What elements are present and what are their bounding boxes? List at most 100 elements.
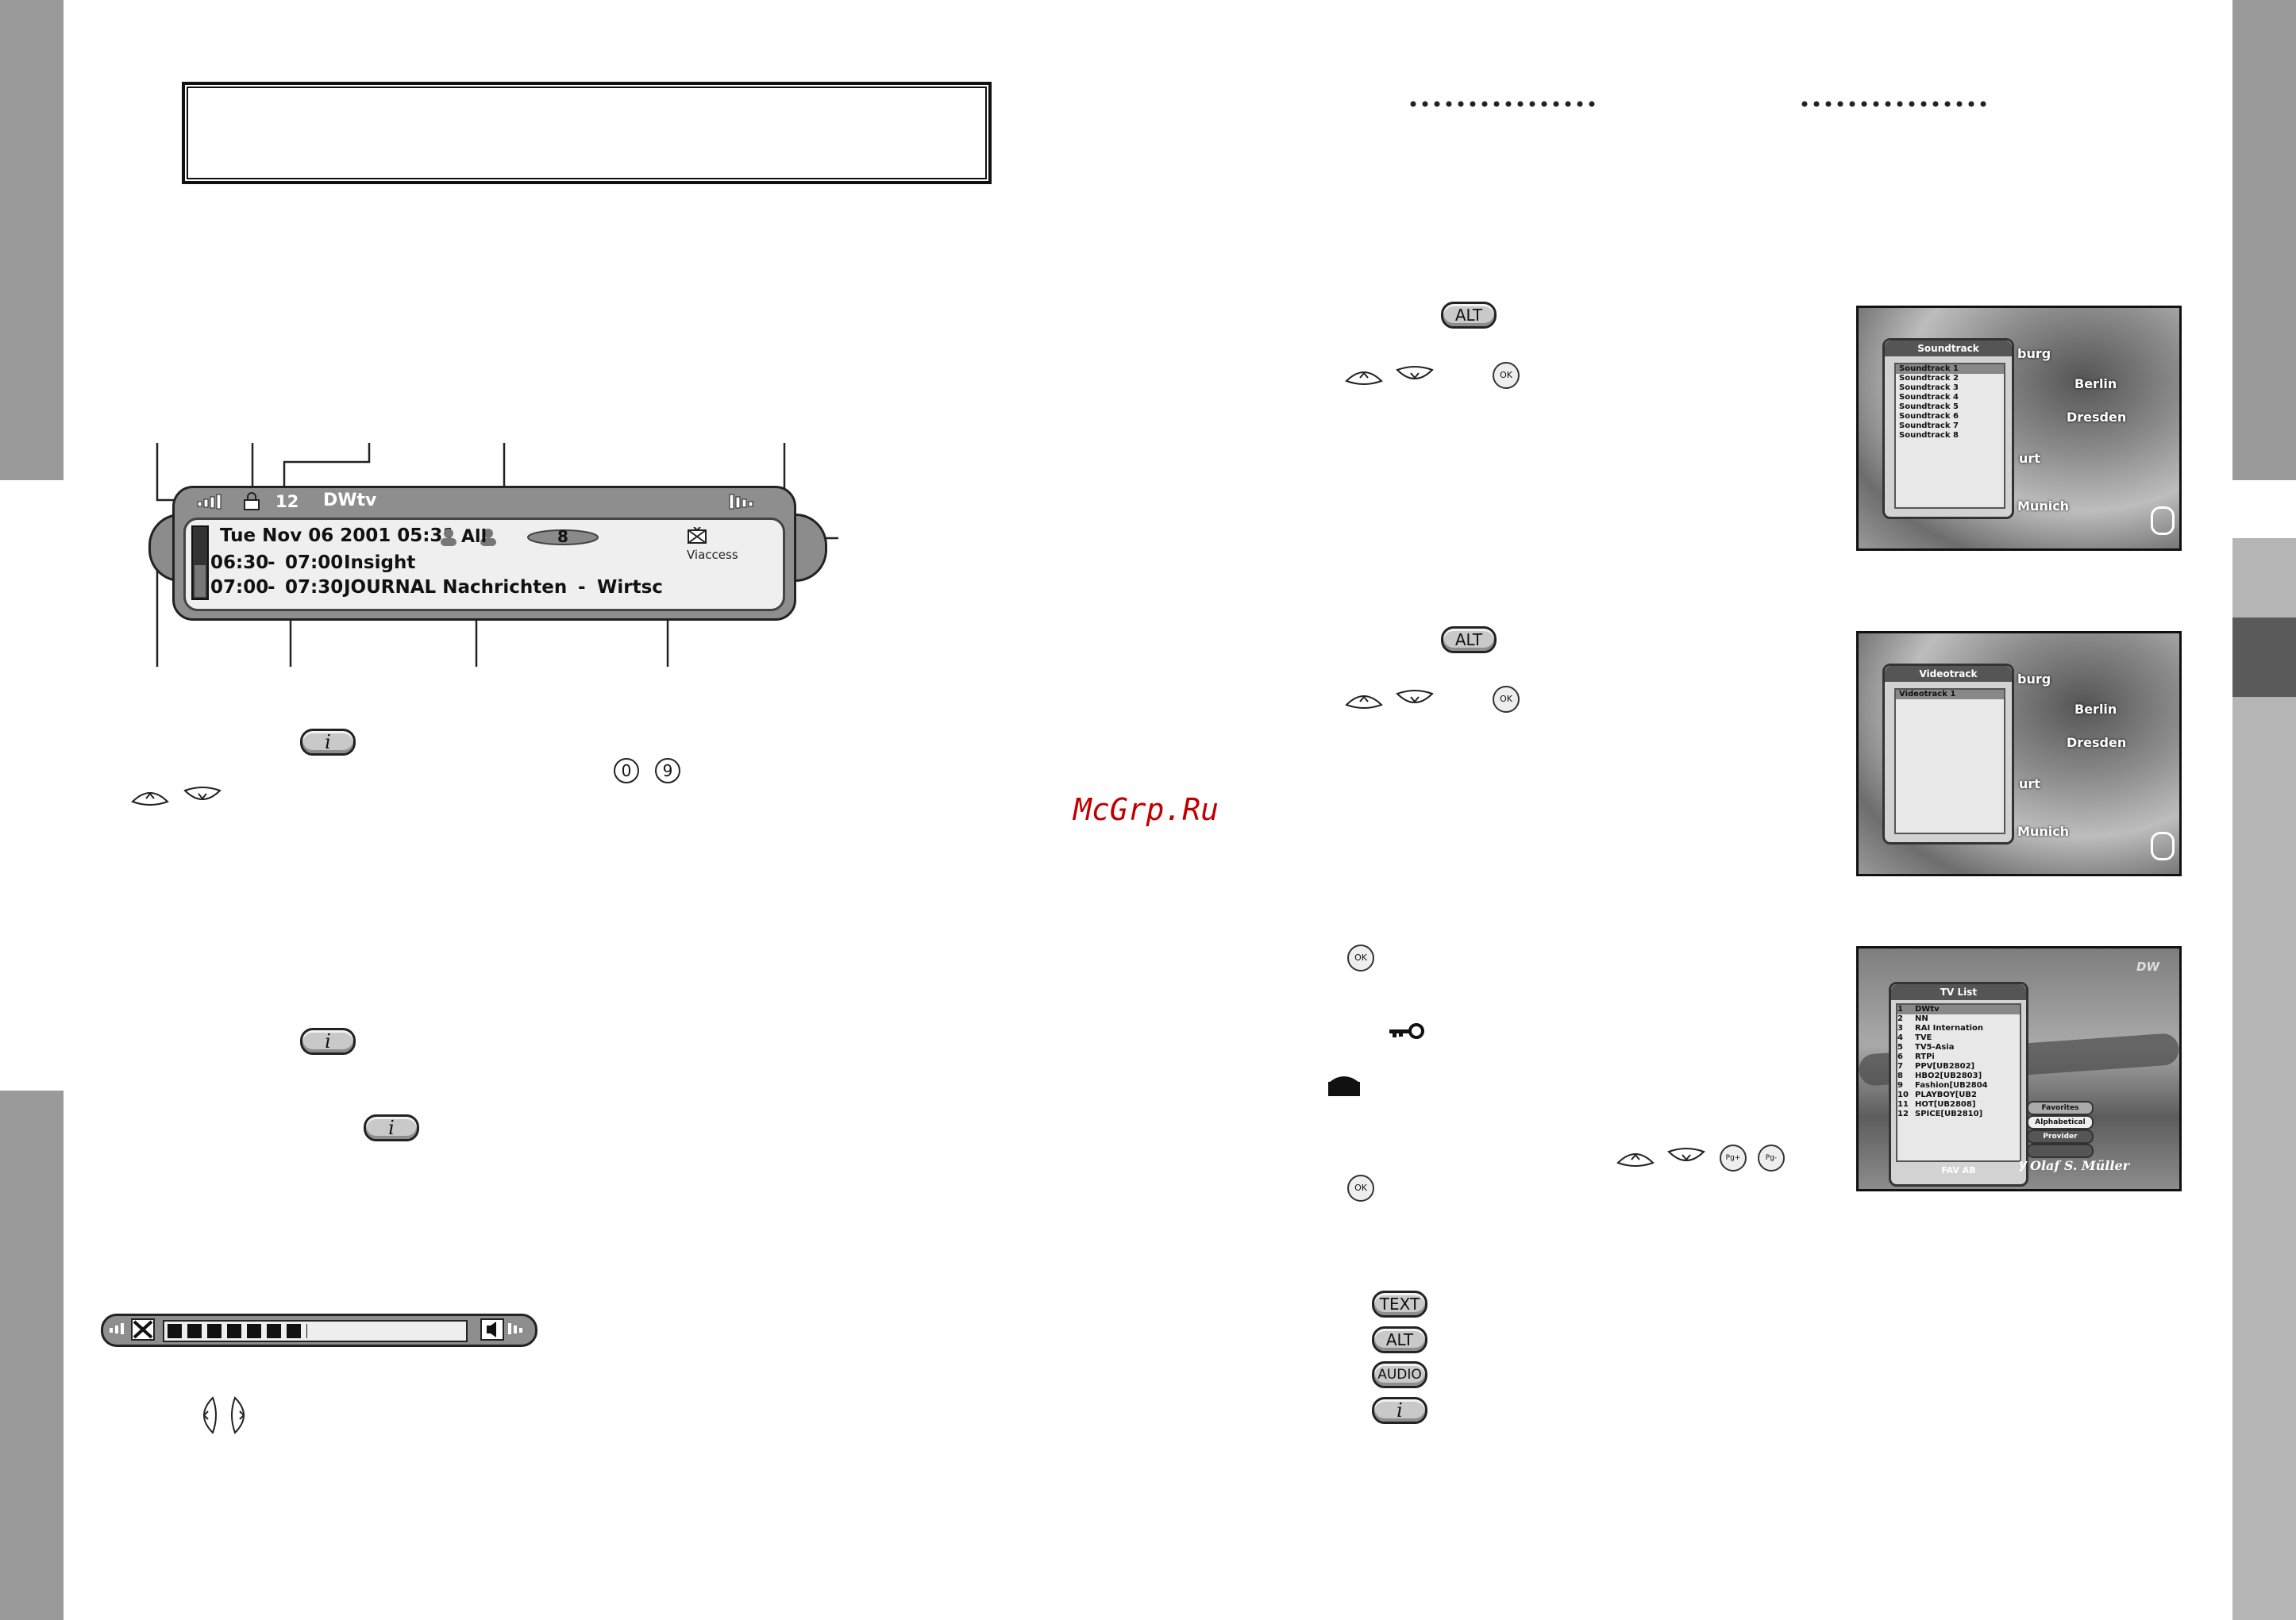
videotrack-screenshot: burg Berlin Dresden urt Munich Videotrac… [1856,631,2182,876]
num-zero-button[interactable]: 0 [614,758,639,783]
soundtrack-item-3[interactable]: Soundtrack 3 [1899,383,1959,392]
page-down-button[interactable]: Pg- [1758,1145,1785,1172]
menu-option-alphabetical[interactable]: Alphabetical [2027,1115,2094,1129]
ca-system-icon [687,526,707,548]
info-button-3[interactable]: i [364,1114,419,1141]
alt-button-3[interactable]: ALT [1372,1326,1427,1353]
ok-button-3[interactable]: OK [1347,945,1374,972]
menu-option-provider[interactable]: Provider [2027,1129,2094,1144]
osd-signal-right-icon [728,494,760,514]
ok-button-4[interactable]: OK [1347,1175,1374,1202]
info-button-1[interactable]: i [300,729,356,756]
age-rating-icon [439,527,499,548]
left-edge-tab-bottom [0,1091,64,1620]
key-icon [1388,1022,1426,1043]
volume-signal-left-icon [109,1322,131,1339]
channel-logo-icon [2151,832,2175,860]
mute-icon [131,1318,155,1344]
soundtrack-item-7[interactable]: Soundtrack 7 [1899,421,1959,430]
city-label-5: Munich [2017,498,2070,514]
city-label-3: Dresden [2067,735,2127,750]
up-arrow-button-3[interactable] [1344,687,1384,714]
videotrack-item-1[interactable]: Videotrack 1 [1896,690,2004,699]
soundtrack-item-5[interactable]: Soundtrack 5 [1899,402,1959,411]
dw-logo: DW [2136,960,2159,974]
program-1-start: 06:30 [210,552,269,573]
city-label-4: urt [2019,776,2040,791]
volume-track[interactable] [163,1320,468,1342]
alt-button-1[interactable]: ALT [1441,302,1497,329]
page-up-button[interactable]: Pg+ [1720,1145,1747,1172]
program-1-title: Insight [344,552,416,573]
city-label-2: Berlin [2074,702,2117,717]
info-button-2[interactable]: i [300,1028,356,1055]
volume-bar [101,1314,537,1347]
osd-signal-left-icon [196,494,228,514]
soundtrack-item-6[interactable]: Soundtrack 6 [1899,412,1959,421]
right-arrow-button[interactable] [229,1395,252,1438]
num-nine-button[interactable]: 9 [655,758,680,783]
program-2-title: JOURNAL Nachrichten [344,577,568,598]
soundtrack-menu-header [1885,341,2012,356]
city-label-4: urt [2019,451,2040,466]
city-label-5: Munich [2017,824,2070,839]
down-arrow-button-4[interactable] [1666,1145,1706,1172]
left-arrow-button[interactable] [195,1395,219,1438]
alt-button-2[interactable]: ALT [1441,626,1497,653]
program-2-separator-b: - [578,577,586,598]
city-label-3: Dresden [2067,410,2127,425]
osd-age-rating: All [461,527,487,547]
program-1-end: 07:00 [285,552,344,573]
tvlist-footer: FAV AB [1941,1165,1976,1176]
right-edge-tab-mid [2232,538,2296,1620]
soundtrack-screenshot: burg Berlin Dresden urt Munich Soundtrac… [1856,306,2182,551]
ok-button-1[interactable]: OK [1493,362,1520,389]
soundtrack-item-4[interactable]: Soundtrack 4 [1899,393,1959,402]
down-arrow-button-1[interactable] [183,784,222,811]
left-edge-tab-top [0,0,64,480]
city-label-1: burg [2017,671,2051,687]
soundtrack-item-2[interactable]: Soundtrack 2 [1899,374,1959,383]
ok-button-2[interactable]: OK [1493,686,1520,713]
caption-prefix: y [2019,1156,2028,1172]
menu-option-blank[interactable] [2027,1144,2094,1158]
signal-oval-icon [526,529,599,546]
lock-badge-icon [1327,1072,1362,1101]
text-button[interactable]: TEXT [1372,1291,1427,1318]
videotrack-menu: Videotrack Videotrack 1 [1882,664,2014,845]
lock-icon [242,492,261,514]
up-arrow-button-4[interactable] [1616,1145,1655,1172]
soundtrack-item-8[interactable]: Soundtrack 8 [1899,431,1959,440]
down-arrow-button-3[interactable] [1395,687,1435,714]
up-arrow-button-1[interactable] [130,784,170,811]
audio-button[interactable]: AUDIO [1372,1361,1427,1388]
dotted-rule-left [1410,101,1595,107]
city-label-1: burg [2017,346,2051,361]
menu-option-favorites[interactable]: Favorites [2027,1101,2094,1115]
soundtrack-item-1[interactable]: Soundtrack 1 [1896,364,2004,374]
osd-channel-name: DWtv [323,491,377,510]
down-arrow-button-2[interactable] [1395,364,1435,391]
dotted-rule-right [1801,101,1986,107]
info-button-4[interactable]: i [1372,1397,1427,1424]
volume-signal-right-icon [507,1322,530,1339]
osd-info-bar: 12 DWtv Tue Nov 06 2001 05:31 All 8 Viac… [148,486,827,621]
up-arrow-button-2[interactable] [1344,364,1384,391]
program-2-separator: - [268,577,275,598]
program-2-start: 07:00 [210,577,269,598]
